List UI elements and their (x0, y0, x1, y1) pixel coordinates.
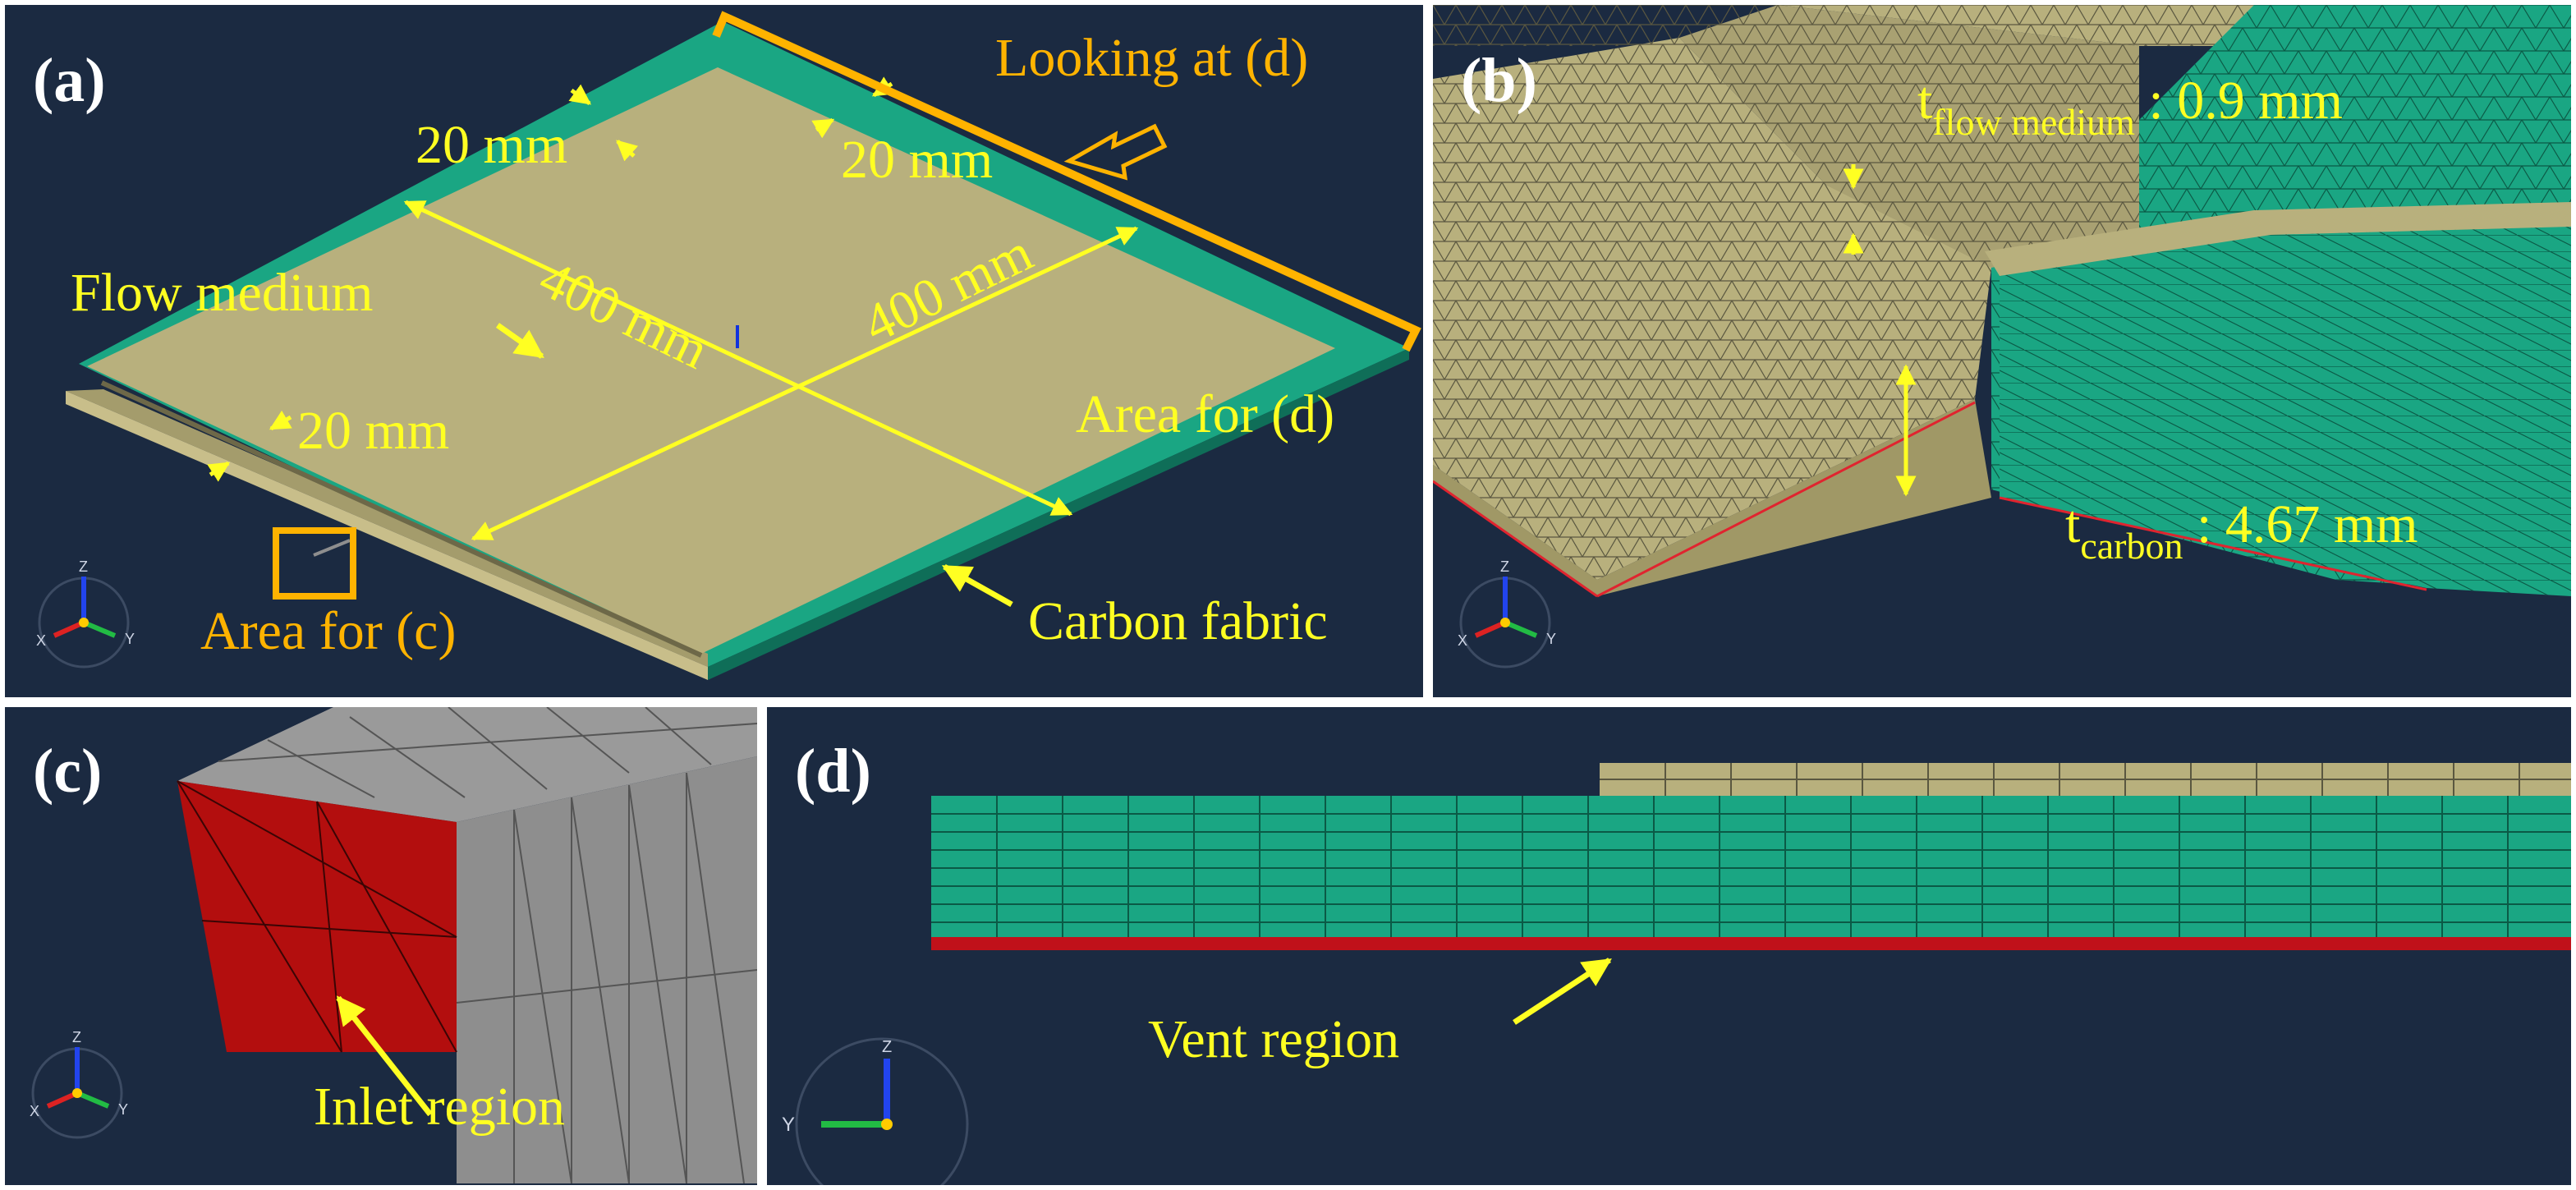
carbon-fabric-pointer (941, 563, 1013, 608)
vent-pointer (1513, 958, 1612, 1025)
panel-b-label: (b) (1461, 46, 1537, 115)
t-carbon-base: t (2065, 494, 2081, 554)
view-direction-arrow (1063, 123, 1168, 181)
base-edge-green (1999, 496, 2427, 591)
axis-c-x: X (30, 1103, 39, 1119)
t-flow-medium-label: tflow medium : 0.9 mm (1917, 71, 2343, 141)
t-flow-value: : 0.9 mm (2134, 71, 2343, 131)
inlet-top-surface (177, 707, 757, 822)
t-flow-sub: flow medium (1932, 101, 2135, 143)
dim-20-top-left-arrow-b (616, 140, 639, 162)
panel-c-label: (c) (33, 737, 103, 806)
t-flow-base: t (1917, 71, 1933, 131)
panel-c-drawing: Z X Y (30, 707, 757, 1184)
axis-d-y: Y (782, 1114, 795, 1136)
axis-a-y: Y (125, 631, 135, 647)
panel-b: Z X Y (b) tflow medium : 0.9 mm tcarbon … (1433, 5, 2571, 697)
t-carbon-label: tcarbon : 4.67 mm (2065, 498, 2418, 565)
panel-d-drawing: Z Y (782, 763, 2571, 1185)
dim-20-top-right-arrow-b (811, 117, 835, 139)
view-bracket (712, 11, 1421, 352)
dim-20-left-arrow-b (207, 461, 231, 482)
axis-b-y: Y (1546, 631, 1556, 647)
axis-triad-a (38, 577, 130, 669)
area-d-label: Area for (d) (1076, 384, 1335, 444)
flow-medium-thin (1985, 202, 2571, 276)
inlet-line (313, 539, 351, 557)
panel-a-label: (a) (33, 46, 106, 115)
flow-medium-edge (100, 380, 703, 658)
axis-b-z: Z (1500, 558, 1509, 575)
t-carbon-sub: carbon (2080, 525, 2183, 567)
carbon-fabric-label: Carbon fabric (1028, 591, 1328, 651)
area-c-label: Area for (c) (200, 601, 457, 661)
axis-a-z: Z (79, 558, 88, 575)
t-carbon-value: : 4.67 mm (2183, 494, 2418, 554)
dim-20-top-right-label: 20 mm (841, 130, 994, 190)
axis-a-x: X (36, 632, 46, 649)
dim-400-arrow-2 (471, 226, 1139, 541)
carbon-fabric-block (931, 796, 2571, 937)
panel-d: Z Y (d) Vent region (767, 707, 2571, 1185)
axis-d-z: Z (882, 1038, 892, 1056)
base-edge-left (1433, 480, 1598, 598)
area-c-box (273, 527, 356, 600)
vent-strip (931, 937, 2571, 950)
lower-layer-left (66, 389, 708, 667)
flow-medium-pointer (495, 323, 544, 359)
axis-triad-d (795, 1037, 969, 1185)
dim-20-left-label: 20 mm (297, 401, 450, 461)
dim-20-top-left-label: 20 mm (416, 115, 568, 175)
dim-20-top-left-arrow-a (568, 84, 592, 106)
panel-c: Z X Y (c) Inlet region (5, 707, 757, 1185)
flow-medium-bottom-front (1433, 399, 1991, 596)
looking-at-label: Looking at (d) (995, 28, 1309, 88)
dim-20-left-arrow-a (269, 410, 292, 431)
axis-c-y: Y (118, 1101, 128, 1118)
panel-b-drawing: Z X Y (1433, 5, 2571, 669)
axis-b-x: X (1458, 632, 1467, 649)
panel-d-label: (d) (795, 737, 871, 806)
axis-triad-c (31, 1047, 123, 1139)
axis-c-z: Z (72, 1029, 81, 1045)
inlet-pointer (336, 995, 433, 1117)
inlet-side-face (457, 756, 757, 1183)
panel-a-drawing: Z X Y (36, 11, 1421, 680)
flow-medium-label: Flow medium (71, 263, 374, 323)
vent-region-label: Vent region (1148, 1009, 1400, 1069)
axis-triad-b (1459, 577, 1551, 669)
panel-a: Z X Y (a) Looking at (d) 20 mm 20 mm 400… (5, 5, 1423, 697)
inlet-face (177, 781, 457, 1052)
inlet-region-label: Inlet region (314, 1077, 566, 1137)
